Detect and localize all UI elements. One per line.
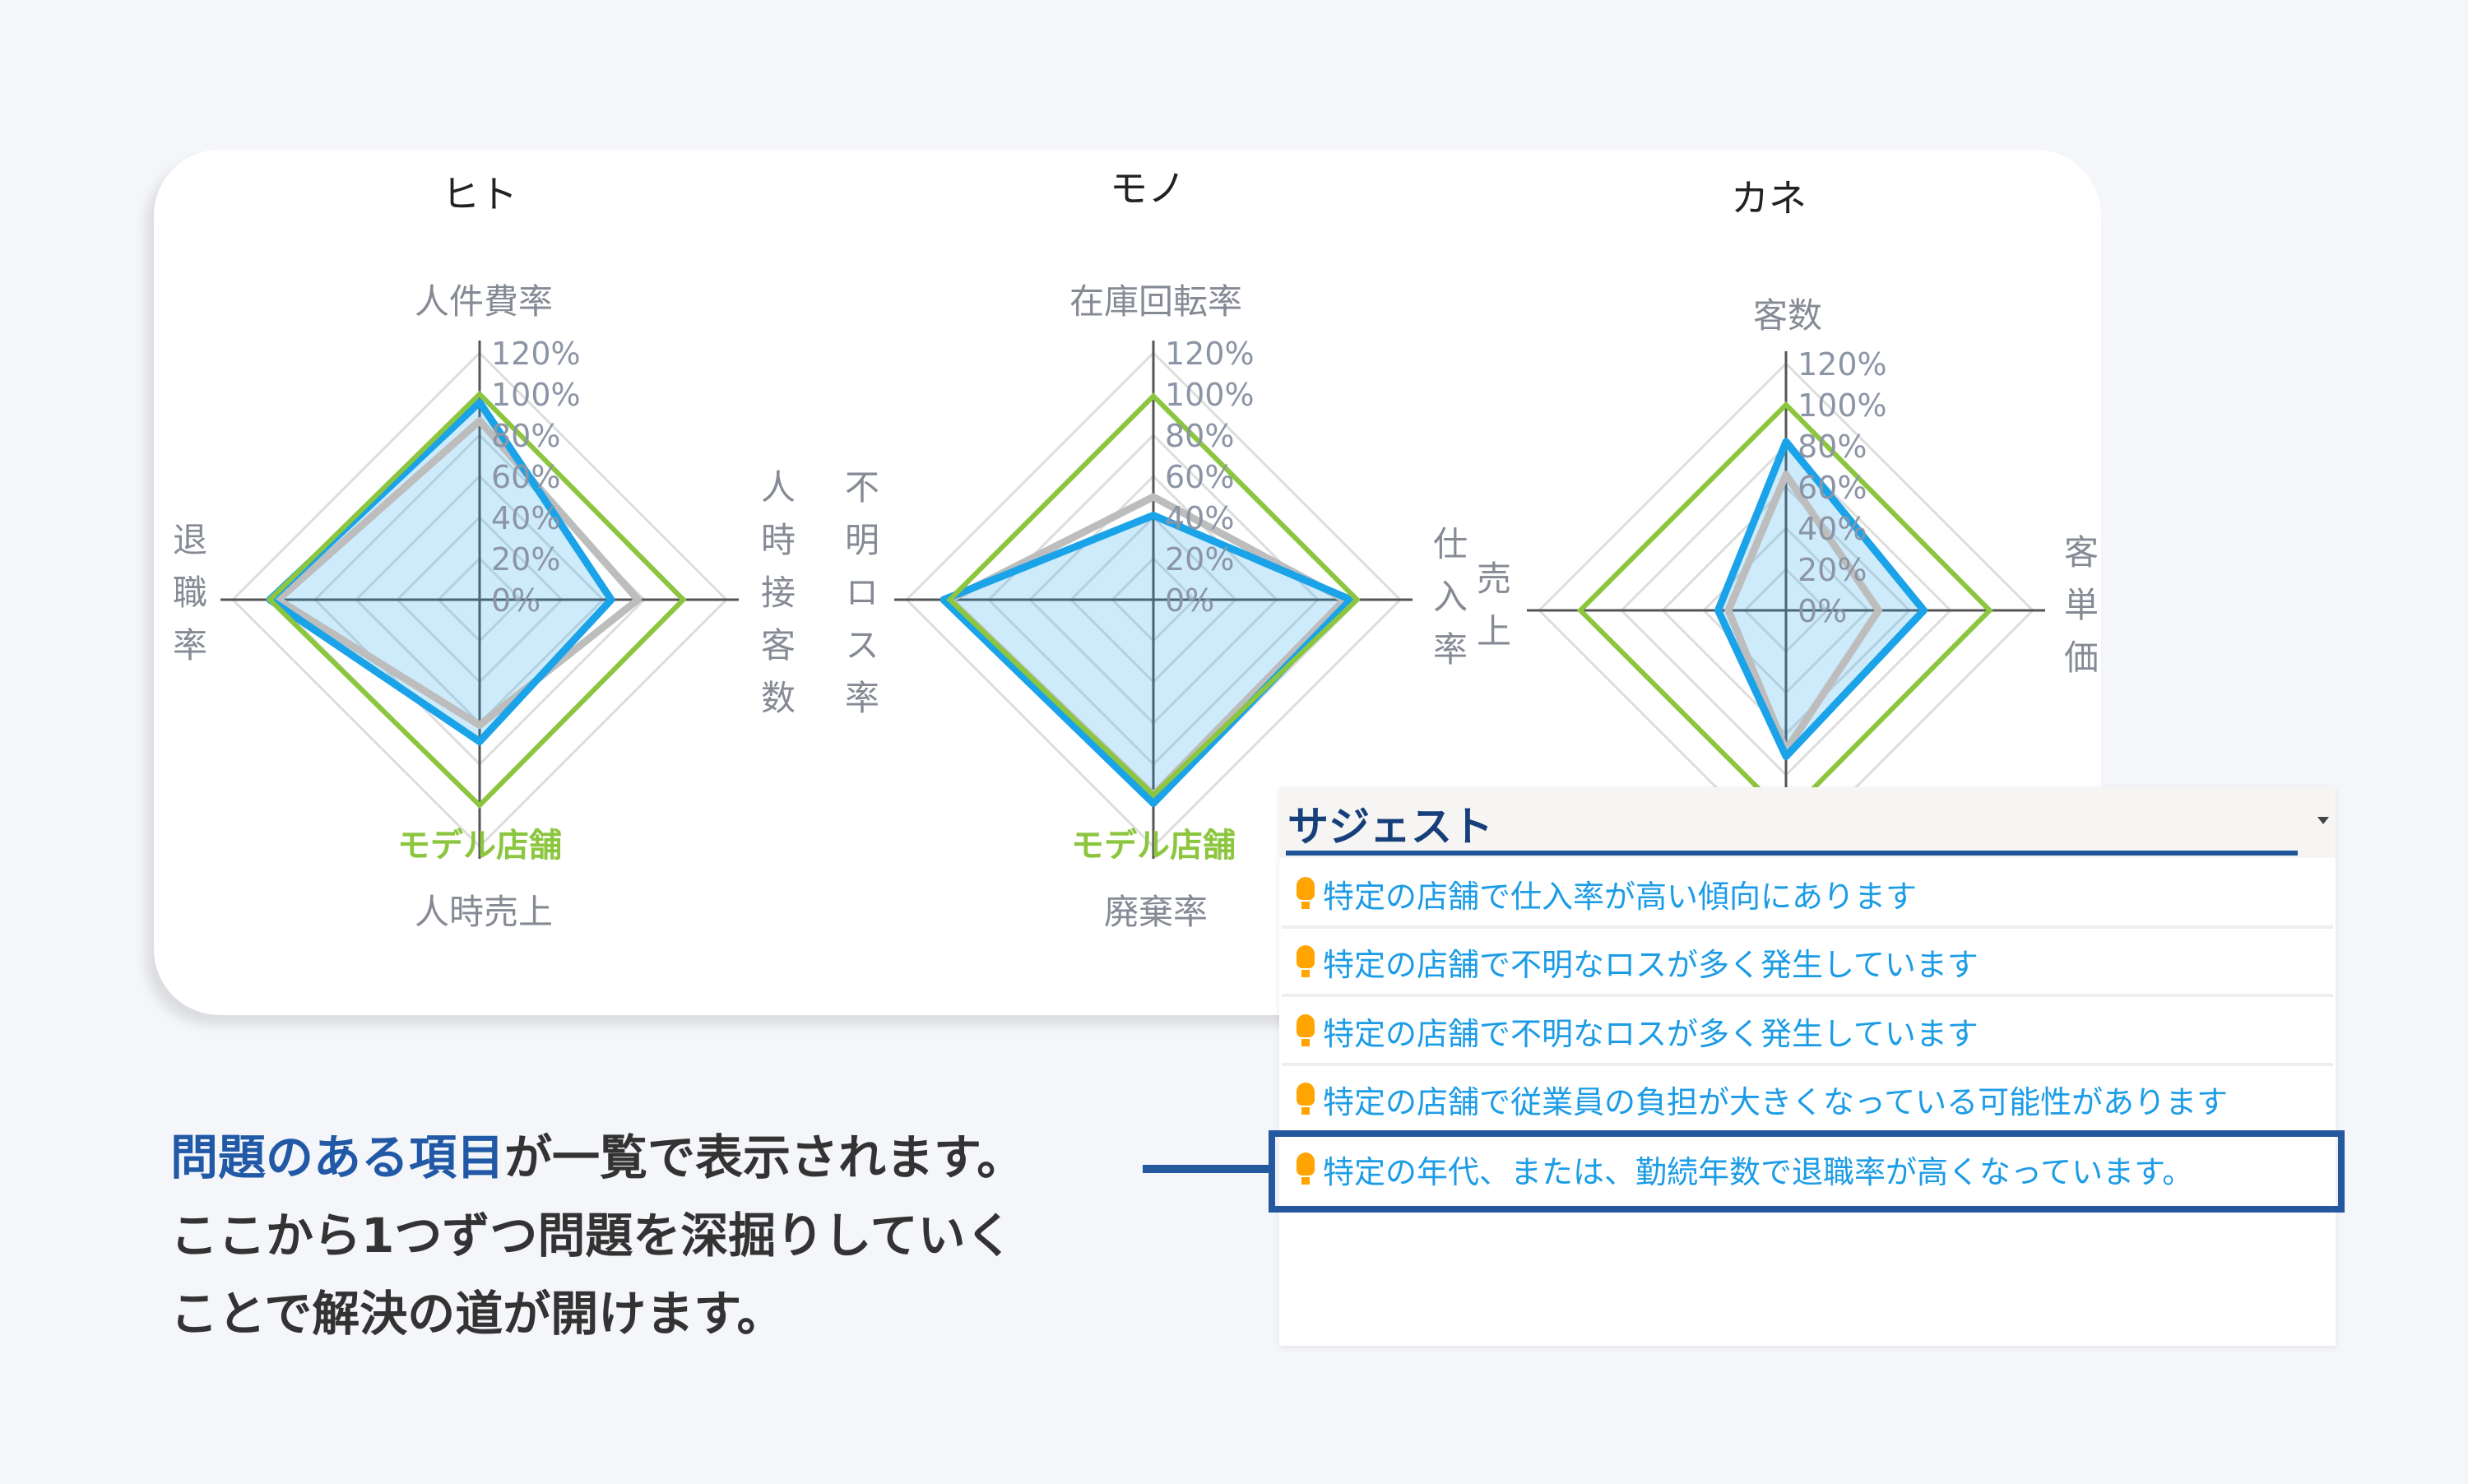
chart-title-kane: カネ <box>1731 176 1807 220</box>
tick-label: 100% <box>1798 387 1887 424</box>
description-line1: が一覧で表示されます。 <box>504 1129 1025 1185</box>
tick-label: 20% <box>491 541 560 577</box>
tick-label: 60% <box>1798 470 1867 506</box>
lightbulb-icon <box>1297 1152 1315 1185</box>
suggest-item-highlighted[interactable]: 特定の年代、または、勤続年数で退職率が高くなっています。 <box>1282 1137 2333 1201</box>
suggest-item-text: 特定の店舗で従業員の負担が大きくなっている可能性があります <box>1323 1083 2229 1120</box>
description-line2: ここから1つずつ問題を深掘りしていく <box>170 1208 1014 1264</box>
tick-label: 20% <box>1798 552 1867 588</box>
axis-label: 退職率 <box>167 522 208 679</box>
suggest-item[interactable]: 特定の店舗で仕入率が高い傾向にあります <box>1282 861 2333 929</box>
tick-label: 20% <box>1165 541 1234 577</box>
title-underline <box>1286 851 2298 856</box>
suggest-item-text: 特定の店舗で不明なロスが多く発生しています <box>1323 946 1979 983</box>
axis-label: 人件費率 <box>414 281 554 322</box>
store-area <box>944 515 1351 804</box>
suggest-item-text: 特定の年代、または、勤続年数で退職率が高くなっています。 <box>1323 1153 2194 1190</box>
tick-label: 0% <box>1798 593 1847 629</box>
tick-label: 80% <box>1798 429 1867 465</box>
tick-label: 120% <box>1798 346 1887 383</box>
axis-label: 客単価 <box>2058 534 2099 692</box>
legend-model-store: モデル店舗 <box>397 827 562 865</box>
suggest-header[interactable]: サジェスト <box>1279 787 2336 858</box>
chart-title-hito: ヒト <box>442 172 517 216</box>
legend-model-store: モデル店舗 <box>1071 827 1236 865</box>
suggest-item[interactable]: 特定の店舗で不明なロスが多く発生しています <box>1282 999 2333 1066</box>
tick-label: 100% <box>1165 377 1255 413</box>
axis-label: 廃棄率 <box>1103 892 1208 932</box>
suggest-title: サジェスト <box>1287 803 1493 851</box>
suggest-item[interactable]: 特定の店舗で不明なロスが多く発生しています <box>1282 930 2333 997</box>
chart-title-mono: モノ <box>1110 166 1185 211</box>
tick-label: 80% <box>491 418 560 454</box>
description-line3: ことで解決の道が開けます。 <box>170 1286 785 1342</box>
description-text: 問題のある項目が一覧で表示されます。 ここから1つずつ問題を深掘りしていく こと… <box>170 1119 1024 1353</box>
axis-label: 人時売上 <box>414 892 554 932</box>
tick-label: 0% <box>1165 582 1214 619</box>
lightbulb-icon <box>1297 1083 1315 1115</box>
model-store-line <box>946 392 1361 799</box>
connector-line <box>1143 1165 1269 1173</box>
store-line <box>939 512 1355 807</box>
axis-label: 人時接客数 <box>755 469 796 732</box>
lightbulb-icon <box>1297 945 1315 978</box>
suggest-item-text: 特定の店舗で不明なロスが多く発生しています <box>1323 1015 1979 1052</box>
collapse-caret-icon[interactable] <box>2317 817 2329 824</box>
tick-label: 120% <box>1165 336 1255 372</box>
tick-label: 120% <box>491 336 581 372</box>
tick-label: 80% <box>1165 418 1234 454</box>
description-highlight: 問題のある項目 <box>170 1129 505 1185</box>
axis-label: 売上 <box>1471 560 1512 665</box>
lightbulb-icon <box>1297 877 1315 910</box>
axis-label: 仕入率 <box>1427 526 1468 684</box>
tick-label: 40% <box>1165 500 1234 536</box>
suggest-panel: サジェスト 特定の店舗で仕入率が高い傾向にあります 特定の店舗で不明なロスが多く… <box>1279 787 2336 1346</box>
tick-label: 60% <box>491 459 560 495</box>
tick-label: 60% <box>1165 459 1234 495</box>
highlight-frame <box>1269 1130 2345 1213</box>
axis-label: 不明ロス率 <box>839 469 880 732</box>
lightbulb-icon <box>1297 1014 1315 1047</box>
tick-label: 40% <box>491 500 560 536</box>
suggest-item[interactable]: 特定の店舗で従業員の負担が大きくなっている可能性があります <box>1282 1067 2333 1134</box>
tick-label: 40% <box>1798 511 1867 547</box>
axis-label: 在庫回転率 <box>1069 281 1243 322</box>
suggest-item-text: 特定の店舗で仕入率が高い傾向にあります <box>1323 878 1918 915</box>
axis-label: 客数 <box>1752 295 1823 336</box>
average-line <box>274 417 642 729</box>
model-store-line <box>266 390 687 809</box>
store-line <box>1714 438 1928 760</box>
tick-label: 0% <box>491 582 540 619</box>
tick-label: 100% <box>491 377 581 413</box>
